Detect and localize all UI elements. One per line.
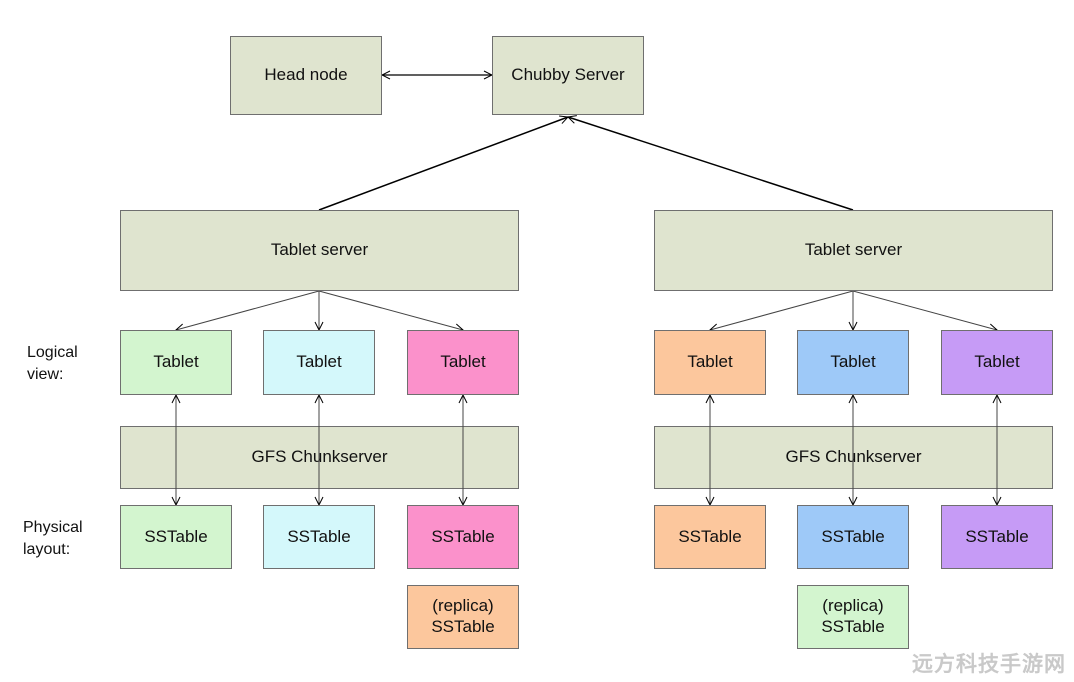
sstable-right-3: SSTable — [941, 505, 1053, 569]
tablet-right-3: Tablet — [941, 330, 1053, 395]
ts-left-chubby-link — [318, 117, 568, 211]
ts-left-tablet1-link — [176, 290, 320, 330]
tablet-left-1: Tablet — [120, 330, 232, 395]
tablet-right-2: Tablet — [797, 330, 909, 395]
watermark-text: 远方科技手游网 — [912, 652, 1066, 676]
tablet-right-1: Tablet — [654, 330, 766, 395]
sstable-right-1: SSTable — [654, 505, 766, 569]
chubby-server: Chubby Server — [492, 36, 644, 115]
physical-layout-label: Physical layout: — [23, 519, 83, 558]
sstable-left-2: SSTable — [263, 505, 375, 569]
ts-right-tablet3-link — [852, 290, 997, 330]
replica-sstable-left: (replica) SSTable — [407, 585, 519, 649]
tablet-server-right: Tablet server — [654, 210, 1053, 291]
sstable-left-1: SSTable — [120, 505, 232, 569]
ts-right-tablet1-link — [710, 290, 854, 330]
head-node: Head node — [230, 36, 382, 115]
ts-left-tablet3-link — [318, 290, 463, 330]
sstable-left-3: SSTable — [407, 505, 519, 569]
ts-right-chubby-link — [568, 117, 854, 211]
replica-sstable-right: (replica) SSTable — [797, 585, 909, 649]
tablet-left-2: Tablet — [263, 330, 375, 395]
tablet-left-3: Tablet — [407, 330, 519, 395]
tablet-server-left: Tablet server — [120, 210, 519, 291]
logical-view-label: Logical view: — [27, 344, 78, 383]
sstable-right-2: SSTable — [797, 505, 909, 569]
